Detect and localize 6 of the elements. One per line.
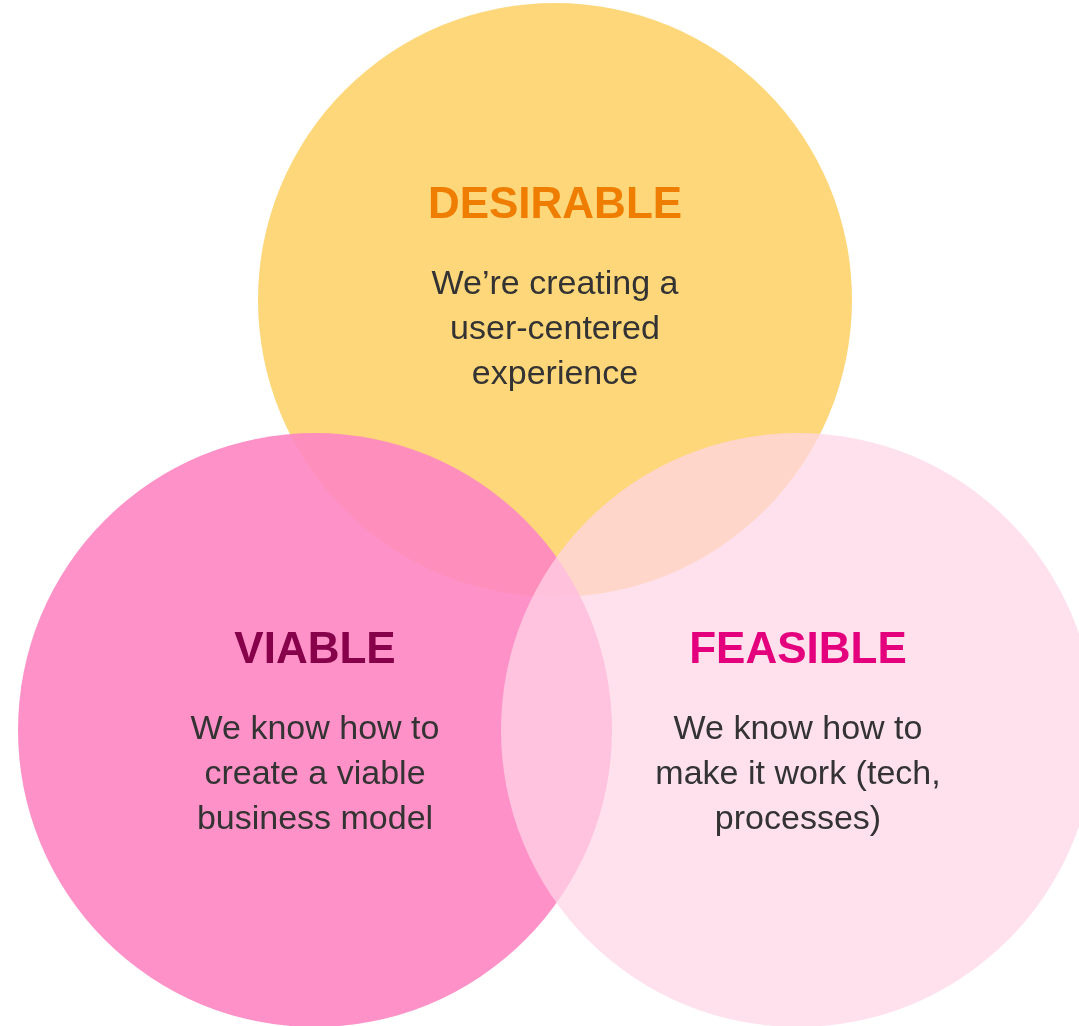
- circle-heading: VIABLE: [234, 622, 396, 674]
- circle-heading: DESIRABLE: [427, 177, 683, 229]
- circle-description: We’re creating a user-centered experience: [430, 262, 680, 393]
- circle-description: We know how to make it work (tech, processes): [654, 707, 942, 838]
- circle-description: We know how to create a viable business model: [189, 707, 441, 838]
- circle-heading: FEASIBLE: [689, 622, 907, 674]
